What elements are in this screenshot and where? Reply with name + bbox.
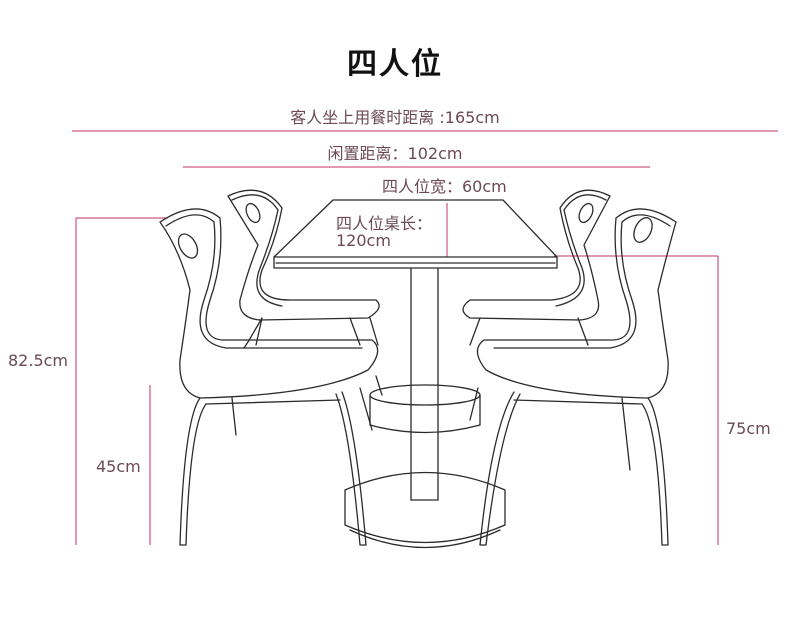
chair-back-right [462, 189, 611, 346]
chair-handle-hole [245, 202, 261, 224]
overall-height-label: 82.5cm [8, 351, 69, 370]
chair-leg-front-left [179, 397, 207, 546]
chair-shell-inner [231, 194, 283, 307]
chair-handle-hole [633, 217, 653, 243]
chair-leg-front-left [479, 391, 521, 546]
chair-shell [159, 208, 379, 399]
chair-legs [255, 317, 379, 346]
chair-front-right [469, 208, 677, 546]
chair-leg-back [469, 387, 631, 471]
chair-shell [227, 189, 380, 321]
diagram-title: 四人位 [347, 47, 443, 82]
chair-shell [462, 189, 611, 321]
chair-legs [469, 317, 589, 346]
upper-base-disc [369, 384, 481, 406]
seat-width-label: 四人位宽：60cm [382, 177, 507, 196]
seat-height-label: 45cm [96, 457, 141, 476]
chair-shell-inner [493, 214, 671, 349]
chair-frame [513, 399, 643, 405]
chair-leg-back [231, 375, 383, 436]
dimension-lines [72, 130, 778, 545]
chair-leg-front-right [335, 391, 367, 546]
table [273, 199, 558, 549]
table-base [344, 471, 506, 544]
chair-handle-hole [578, 202, 594, 224]
chair-leg-front [243, 317, 263, 349]
chair-frame [205, 399, 341, 405]
chair-front-left [159, 208, 383, 546]
table-length-label-line1: 四人位桌长： [336, 214, 433, 233]
chair-leg-front-right [641, 397, 669, 546]
chair-handle-hole [177, 233, 199, 259]
table-base-bottom [349, 529, 501, 549]
dining-distance-label: 客人坐上用餐时距离 :165cm [290, 108, 500, 127]
table-height-label: 75cm [726, 419, 771, 438]
chair-shell-inner [555, 194, 607, 307]
upper-base-disc-side [369, 394, 481, 434]
table-top [273, 199, 558, 258]
chair-shell [476, 208, 677, 399]
idle-distance-label: 闲置距离：102cm [327, 144, 463, 163]
table-length-label-line2: 120cm [336, 231, 391, 250]
chair-shell-inner [165, 214, 363, 349]
table-top-edge [273, 256, 558, 269]
